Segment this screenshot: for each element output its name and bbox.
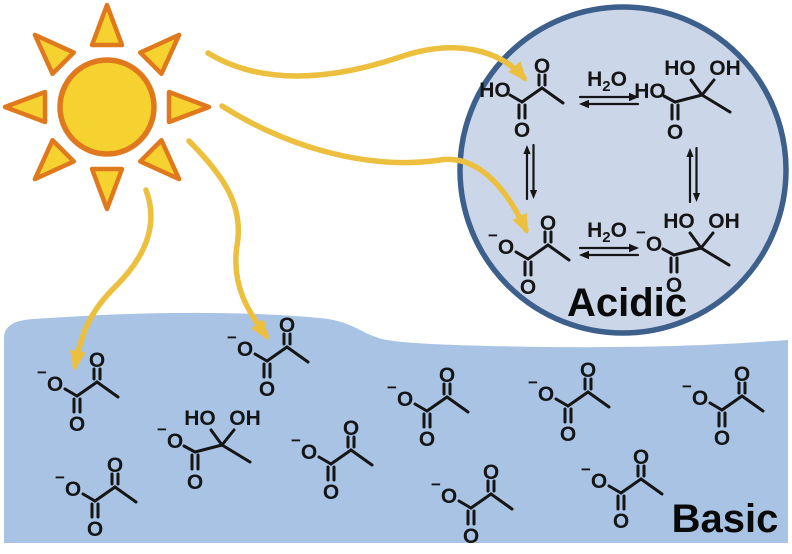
pyruvate-anion-molecule: O−OO xyxy=(682,363,765,450)
atom-label-diol-left: HO xyxy=(184,407,216,430)
atom-label-carboxyl-oxygen: O xyxy=(613,510,629,533)
atom-label-carboxyl-oxygen: O xyxy=(187,471,203,494)
atom-label-left: O xyxy=(167,430,183,453)
atom-label-diol-right: OH xyxy=(229,407,261,430)
atom-label-keto-oxygen: O xyxy=(580,359,596,382)
pyruvate-anion-molecule: O−OO xyxy=(37,349,120,436)
atom-label-carboxyl-oxygen: O xyxy=(560,423,576,446)
sun-icon xyxy=(2,2,212,212)
atom-label-carboxyl-oxygen: O xyxy=(419,428,435,451)
atom-label-left: O xyxy=(301,441,317,464)
charge-label: − xyxy=(682,377,692,396)
sunlight-arrow-to-acidic-top xyxy=(205,45,528,82)
pyruvate-anion-molecule: O−OO xyxy=(291,417,374,504)
atom-label-diol-left: HO xyxy=(664,57,696,80)
atom-label-carboxyl-oxygen: O xyxy=(714,427,730,450)
charge-label: − xyxy=(431,475,441,494)
atom-label-diol-left: HO xyxy=(663,210,695,233)
atom-label-keto-oxygen: O xyxy=(439,364,455,387)
atom-label-left: O xyxy=(692,387,708,410)
sunlight-arrows xyxy=(69,45,529,371)
charge-label: − xyxy=(55,468,65,487)
vertical-equilibrium-arrows xyxy=(686,146,701,204)
vertical-equilibrium-arrows xyxy=(523,143,538,201)
atom-label-left: HO xyxy=(479,79,511,102)
pyruvate-anion-molecule: O−OO xyxy=(431,461,514,548)
atom-label-carboxyl-oxygen: O xyxy=(87,518,103,541)
atom-label-carboxyl-oxygen: O xyxy=(520,276,536,299)
charge-label: − xyxy=(488,226,498,245)
h2o-label: H2O xyxy=(587,219,627,246)
atom-label-keto-oxygen: O xyxy=(483,461,499,484)
atom-label-carboxyl-oxygen: O xyxy=(514,119,530,142)
atom-label-left: HO xyxy=(634,80,666,103)
charge-label: − xyxy=(157,420,167,439)
horizontal-equilibrium-arrows: H2O xyxy=(578,219,640,260)
charge-label: − xyxy=(581,460,591,479)
atom-label-diol-right: OH xyxy=(709,57,741,80)
atom-label-carboxyl-oxygen: O xyxy=(463,525,479,548)
charge-label: − xyxy=(291,431,301,450)
acidic-label: Acidic xyxy=(567,281,687,325)
basic-label: Basic xyxy=(672,497,779,541)
pyruvate-anion-molecule: O−OO xyxy=(387,364,470,451)
atom-label-keto-oxygen: O xyxy=(89,349,105,372)
atom-label-carboxyl-oxygen: O xyxy=(259,378,275,401)
charge-label: − xyxy=(227,328,237,347)
atom-label-carboxyl-oxygen: O xyxy=(323,481,339,504)
sunlight-arrow-to-water-left xyxy=(69,187,154,371)
charge-label: − xyxy=(528,373,538,392)
charge-label: − xyxy=(387,378,397,397)
basic-water-body xyxy=(4,312,788,543)
atom-label-left: O xyxy=(646,233,662,256)
charge-label: − xyxy=(37,363,47,382)
sunlight-arrow-to-acidic-bottom xyxy=(219,103,529,235)
pyruvate-anion-molecule: O−OO xyxy=(488,212,571,299)
atom-label-keto-oxygen: O xyxy=(279,314,295,337)
atom-label-carboxyl-oxygen: O xyxy=(667,121,683,144)
atom-label-keto-oxygen: O xyxy=(540,212,556,235)
pyruvate-anion-molecule: O−OO xyxy=(581,446,664,533)
atom-label-left: O xyxy=(441,485,457,508)
atom-label-carboxyl-oxygen: O xyxy=(666,274,682,297)
atom-label-left: O xyxy=(538,383,554,406)
charge-label: − xyxy=(636,223,646,242)
atom-label-left: O xyxy=(498,236,514,259)
atom-label-diol-right: OH xyxy=(708,210,740,233)
atom-label-left: O xyxy=(397,388,413,411)
atom-label-keto-oxygen: O xyxy=(734,363,750,386)
atom-label-left: O xyxy=(65,478,81,501)
pyruvate-anion-molecule: O−OO xyxy=(528,359,611,446)
sunlight-arrow-to-water-right xyxy=(186,138,269,341)
atom-label-keto-oxygen: O xyxy=(107,454,123,477)
atom-label-keto-oxygen: O xyxy=(343,417,359,440)
h2o-label: H2O xyxy=(587,68,627,95)
atom-label-left: O xyxy=(47,373,63,396)
atom-label-keto-oxygen: O xyxy=(534,55,550,78)
atom-label-keto-oxygen: O xyxy=(633,446,649,469)
pyruvate-anion-molecule: O−OO xyxy=(227,314,310,401)
atom-label-carboxyl-oxygen: O xyxy=(69,413,85,436)
pyruvate-anion-molecule: O−OO xyxy=(55,454,138,541)
atom-label-left: O xyxy=(237,338,253,361)
atom-label-left: O xyxy=(591,470,607,493)
horizontal-equilibrium-arrows: H2O xyxy=(578,68,640,109)
